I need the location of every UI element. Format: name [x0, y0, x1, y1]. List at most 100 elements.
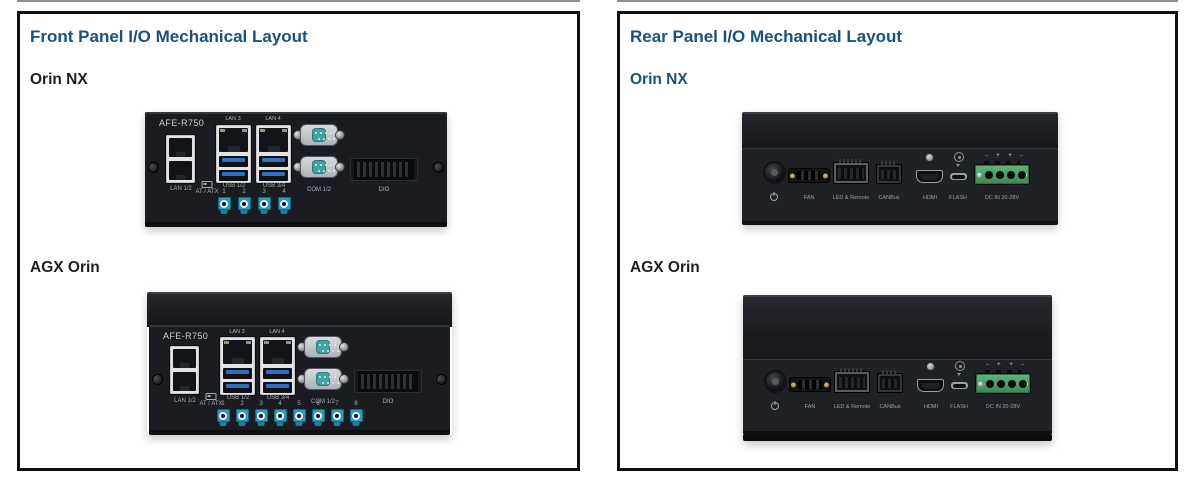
fakra-antenna-icon: [292, 409, 306, 426]
chassis-top: [743, 295, 1052, 359]
hdmi-port: [916, 170, 943, 183]
dc-in-label: DC IN 20-28V: [984, 195, 1020, 201]
page-crop-line-left: [17, 0, 580, 2]
fan-connector: [789, 169, 829, 182]
rj45-port: [219, 128, 248, 152]
connector-pins: [880, 161, 898, 165]
terminal-clamps: [984, 161, 1020, 165]
com1-serial-port: [298, 337, 348, 357]
antenna-number: 1: [221, 401, 225, 407]
screw-icon: [824, 382, 829, 387]
dc-in-terminal: [975, 161, 1029, 184]
antenna-tab: [352, 422, 360, 426]
at-atx-label: AT / ATX: [199, 401, 223, 407]
rj45-port: [169, 138, 192, 157]
antenna-tab: [240, 210, 248, 214]
antenna-tab: [238, 422, 246, 426]
db9-shell: [301, 125, 337, 145]
com1-serial-port: [294, 125, 344, 145]
dio-label: DIO: [382, 399, 394, 405]
flash-port: [950, 173, 967, 180]
led-remote-label: LED & Remote: [832, 195, 870, 201]
terminal-clamps: [985, 370, 1021, 374]
antenna-number: 3: [262, 189, 266, 195]
antenna-number: 6: [316, 401, 320, 407]
connector-pins: [881, 370, 899, 374]
rear-orin-nx-label: Orin NX: [630, 71, 688, 88]
antenna-tab: [295, 422, 303, 426]
antenna-connector: 2: [237, 189, 251, 214]
antenna-connector: 4: [277, 189, 291, 214]
screw-icon: [340, 343, 348, 351]
com12-label: COM 1/2: [306, 187, 332, 193]
antenna-tab: [260, 210, 268, 214]
screw-icon: [790, 173, 795, 178]
gear-icon: [954, 152, 964, 162]
front-panel-face: AFE-R750 LAN 3 LAN 4: [145, 112, 447, 227]
rj45-port: [169, 161, 192, 180]
gear-icon: [955, 361, 965, 371]
lan-led-icon: [260, 129, 265, 132]
lan12-label: LAN 1/2: [174, 398, 196, 404]
chassis-bottom-lip: [743, 435, 1052, 441]
lan-led-icon: [220, 129, 225, 132]
at-atx-label: AT / ATX: [195, 189, 219, 195]
usb-port: [219, 156, 248, 167]
antenna-number: 2: [240, 401, 244, 407]
antenna-connector: 1: [216, 401, 230, 426]
antenna-number: 5: [297, 401, 301, 407]
power-icon: [770, 193, 778, 201]
rj45-port: [263, 340, 292, 364]
flash-label: FLASH: [949, 195, 967, 201]
power-button: [765, 163, 784, 182]
antenna-connector: 6: [311, 401, 325, 426]
rj45-port: [223, 340, 252, 364]
fakra-antenna-icon: [254, 409, 268, 426]
usb-port: [263, 382, 292, 393]
antenna-tab: [333, 422, 341, 426]
antenna-number: 7: [335, 401, 339, 407]
screw-icon: [823, 173, 828, 178]
fakra-antenna-icon: [237, 197, 251, 214]
dio-label: DIO: [378, 187, 390, 193]
usb-port: [259, 170, 288, 181]
lan-led-icon: [264, 341, 269, 344]
com2-serial-port: [298, 369, 348, 389]
model-name-label: AFE-R750: [159, 118, 205, 128]
dc-polarity-label: - + + -: [986, 362, 1024, 368]
rj45-port: [173, 372, 196, 391]
power-button: [766, 372, 785, 391]
rj45-port: [259, 128, 288, 152]
antenna-tab: [219, 422, 227, 426]
db9-shell: [305, 337, 341, 357]
antenna-number: 2: [242, 189, 246, 195]
lan-led-icon: [224, 341, 229, 344]
antenna-tab: [314, 422, 322, 426]
front-panel-title: Front Panel I/O Mechanical Layout: [30, 27, 308, 46]
com2-serial-port: [294, 157, 344, 177]
lan3-label: LAN 3: [225, 116, 241, 122]
lan4-usb34-module: [260, 337, 295, 395]
com12-label: COM 1/2: [310, 399, 336, 405]
db9-shell: [301, 157, 337, 177]
screw-icon: [340, 375, 348, 383]
screw-icon: [294, 131, 302, 139]
canbus-connector: [878, 370, 902, 392]
fan-label: FAN: [804, 404, 816, 410]
model-name-label: AFE-R750: [163, 331, 209, 341]
usb-arrow-icon: [957, 373, 961, 376]
lan-led-icon: [242, 129, 247, 132]
rj45-port: [173, 349, 196, 368]
fakra-antenna-icon: [273, 409, 287, 426]
antenna-connector: 7: [330, 401, 344, 426]
fakra-antenna-icon: [349, 409, 363, 426]
screw-icon: [927, 363, 934, 370]
led-remote-label: LED & Remote: [833, 404, 871, 410]
antenna-connector: 3: [257, 189, 271, 214]
antenna-tab: [276, 422, 284, 426]
lan3-usb12-module: [216, 125, 251, 183]
agx-orin-front-device-photo: AFE-R750 LAN 3 LAN 4: [147, 292, 452, 435]
canbus-connector: [877, 161, 901, 183]
antenna-tab: [220, 210, 228, 214]
rear-panel-face: - + + - FAN LED & Remote CANBus HDMI FLA…: [743, 359, 1052, 435]
